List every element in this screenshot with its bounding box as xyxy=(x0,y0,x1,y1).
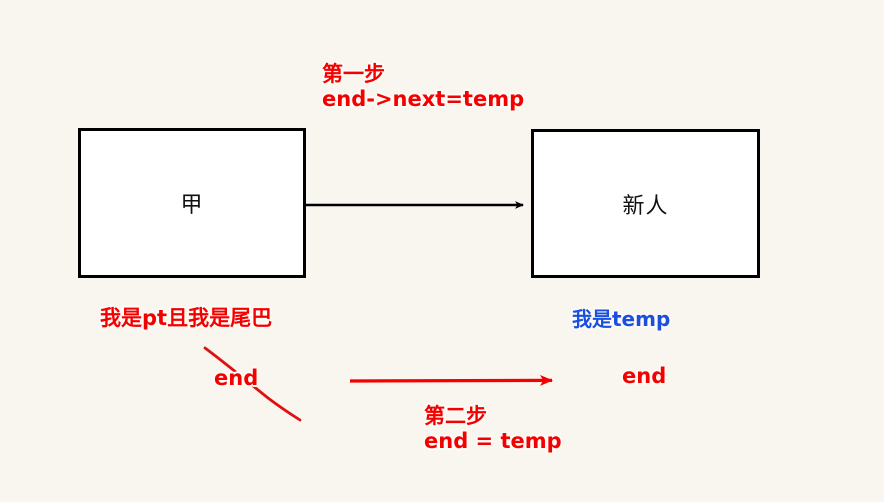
annotation-step1-code: end->next=temp xyxy=(322,86,525,111)
annotation-end-new: end xyxy=(622,364,667,388)
annotation-step2: 第二步 end = temp xyxy=(424,404,562,454)
node-label-xinren: 新人 xyxy=(622,193,669,219)
annotation-step1-title: 第一步 xyxy=(322,62,385,86)
red-move-arrow xyxy=(349,375,553,386)
node-box-jia[interactable]: 甲 xyxy=(78,128,306,278)
annotation-step2-code: end = temp xyxy=(424,428,562,453)
annotation-end-old: end xyxy=(214,366,259,390)
annotation-step2-title: 第二步 xyxy=(424,404,487,428)
annotation-step1: 第一步 end->next=temp xyxy=(322,62,524,112)
annotation-left-tail: 我是pt且我是尾巴 xyxy=(100,306,273,330)
annotation-right-temp: 我是temp xyxy=(572,307,671,331)
node-box-xinren[interactable]: 新人 xyxy=(531,129,760,278)
node-label-jia: 甲 xyxy=(180,193,204,218)
